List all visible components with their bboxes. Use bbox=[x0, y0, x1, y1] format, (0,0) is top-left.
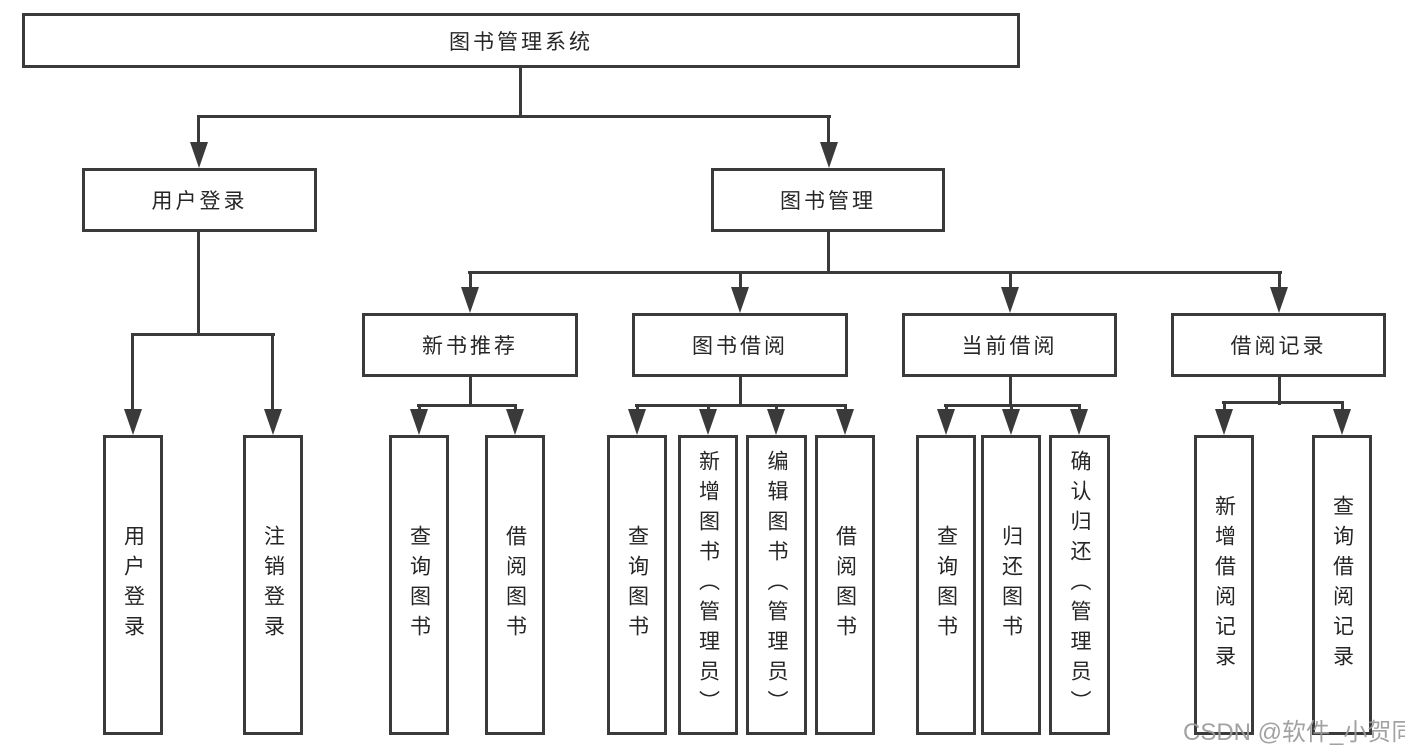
leaf-add-book-admin-label: 新增图书（管理员） bbox=[696, 450, 720, 720]
leaf-logout: 注销登录 bbox=[243, 435, 303, 735]
connector-book-management-bar bbox=[468, 271, 1282, 274]
connector-to-leaf-query-record bbox=[1341, 401, 1344, 413]
connector-book-borrow-stem bbox=[739, 377, 742, 407]
connector-current-borrow-stem bbox=[1009, 377, 1012, 407]
arrowhead-down-icon bbox=[124, 409, 142, 435]
connector-to-leaf-add-book bbox=[707, 404, 710, 412]
leaf-edit-book-admin: 编辑图书（管理员） bbox=[746, 435, 807, 735]
arrowhead-down-icon bbox=[937, 409, 955, 435]
connector-to-leaf-return-book bbox=[1010, 404, 1013, 412]
leaf-confirm-return-admin: 确认归还（管理员） bbox=[1049, 435, 1110, 735]
leaf-query-borrow-record: 查询借阅记录 bbox=[1312, 435, 1372, 735]
arrowhead-down-icon bbox=[1215, 409, 1233, 435]
arrowhead-down-icon bbox=[699, 409, 717, 435]
connector-to-book-borrow bbox=[739, 271, 742, 290]
connector-user-login-stem bbox=[197, 232, 200, 336]
node-borrow-records: 借阅记录 bbox=[1171, 313, 1386, 377]
arrowhead-down-icon bbox=[1333, 409, 1351, 435]
leaf-query-books-recommend-label: 查询图书 bbox=[407, 525, 431, 645]
node-book-borrow-label: 图书借阅 bbox=[692, 335, 788, 358]
node-book-management-label: 图书管理 bbox=[780, 190, 876, 213]
leaf-borrow-books-recommend: 借阅图书 bbox=[485, 435, 545, 735]
node-new-book-recommend-label: 新书推荐 bbox=[422, 335, 518, 358]
connector-to-leaf-query-books-2 bbox=[636, 404, 639, 412]
arrowhead-down-icon bbox=[836, 409, 854, 435]
connector-to-leaf-borrow-books-2 bbox=[844, 404, 847, 412]
leaf-return-book: 归还图书 bbox=[981, 435, 1041, 735]
leaf-query-borrow-record-label: 查询借阅记录 bbox=[1330, 495, 1354, 675]
arrowhead-down-icon bbox=[1070, 409, 1088, 435]
connector-root-bar bbox=[197, 115, 831, 118]
node-root-label: 图书管理系统 bbox=[449, 30, 593, 54]
connector-book-management-stem bbox=[827, 232, 830, 273]
connector-root-stem bbox=[519, 68, 522, 118]
arrowhead-down-icon bbox=[190, 142, 208, 168]
connector-to-leaf-logout bbox=[271, 333, 274, 411]
leaf-add-borrow-record-label: 新增借阅记录 bbox=[1212, 495, 1236, 675]
leaf-add-borrow-record: 新增借阅记录 bbox=[1194, 435, 1254, 735]
connector-new-book-recommend-stem bbox=[469, 377, 472, 407]
node-current-borrow-label: 当前借阅 bbox=[961, 335, 1058, 358]
connector-to-leaf-query-books-1 bbox=[418, 404, 421, 412]
watermark: CSDN @软件_小贺同学 bbox=[1183, 719, 1405, 746]
node-new-book-recommend: 新书推荐 bbox=[362, 313, 578, 377]
connector-to-book-management bbox=[827, 115, 830, 145]
leaf-confirm-return-admin-label: 确认归还（管理员） bbox=[1068, 450, 1091, 720]
arrowhead-down-icon bbox=[628, 409, 646, 435]
connector-to-leaf-edit-book bbox=[775, 404, 778, 412]
connector-to-leaf-query-books-3 bbox=[945, 404, 948, 412]
leaf-return-book-label: 归还图书 bbox=[999, 525, 1023, 645]
arrowhead-down-icon bbox=[264, 409, 282, 435]
connector-to-leaf-user-login bbox=[131, 333, 134, 411]
node-root: 图书管理系统 bbox=[22, 13, 1020, 68]
leaf-query-books-borrow: 查询图书 bbox=[607, 435, 667, 735]
connector-borrow-records-bar bbox=[1222, 401, 1344, 404]
arrowhead-down-icon bbox=[767, 409, 785, 435]
connector-new-book-recommend-bar bbox=[417, 404, 517, 407]
node-current-borrow: 当前借阅 bbox=[902, 313, 1117, 377]
leaf-borrow-books-label: 借阅图书 bbox=[833, 525, 857, 645]
connector-book-borrow-bar bbox=[635, 404, 847, 407]
connector-user-login-bar bbox=[131, 333, 275, 336]
leaf-user-login: 用户登录 bbox=[103, 435, 163, 735]
arrowhead-down-icon bbox=[506, 409, 524, 435]
arrowhead-down-icon bbox=[1270, 287, 1288, 313]
leaf-borrow-books: 借阅图书 bbox=[815, 435, 875, 735]
leaf-query-books-current: 查询图书 bbox=[916, 435, 976, 735]
node-borrow-records-label: 借阅记录 bbox=[1230, 335, 1327, 358]
leaf-borrow-books-recommend-label: 借阅图书 bbox=[503, 525, 527, 645]
node-book-borrow: 图书借阅 bbox=[632, 313, 848, 377]
connector-to-new-book-recommend bbox=[469, 271, 472, 290]
leaf-edit-book-admin-label: 编辑图书（管理员） bbox=[765, 450, 788, 720]
leaf-query-books-recommend: 查询图书 bbox=[389, 435, 449, 735]
node-book-management: 图书管理 bbox=[711, 168, 945, 232]
connector-to-leaf-add-record bbox=[1223, 401, 1226, 413]
arrowhead-down-icon bbox=[1002, 409, 1020, 435]
arrowhead-down-icon bbox=[461, 287, 479, 313]
connector-to-leaf-confirm-return bbox=[1078, 404, 1081, 412]
connector-borrow-records-stem bbox=[1278, 377, 1281, 405]
node-user-login-label: 用户登录 bbox=[151, 190, 248, 213]
connector-to-current-borrow bbox=[1009, 271, 1012, 290]
leaf-add-book-admin: 新增图书（管理员） bbox=[678, 435, 738, 735]
connector-to-borrow-records bbox=[1278, 271, 1281, 290]
arrowhead-down-icon bbox=[731, 287, 749, 313]
node-user-login: 用户登录 bbox=[82, 168, 317, 232]
arrowhead-down-icon bbox=[1001, 287, 1019, 313]
connector-to-leaf-borrow-books-1 bbox=[514, 404, 517, 412]
arrowhead-down-icon bbox=[820, 142, 838, 168]
leaf-logout-label: 注销登录 bbox=[261, 525, 285, 645]
leaf-query-books-current-label: 查询图书 bbox=[934, 525, 958, 645]
arrowhead-down-icon bbox=[410, 409, 428, 435]
leaf-user-login-label: 用户登录 bbox=[121, 525, 145, 645]
leaf-query-books-borrow-label: 查询图书 bbox=[625, 525, 649, 645]
connector-to-user-login bbox=[197, 115, 200, 145]
